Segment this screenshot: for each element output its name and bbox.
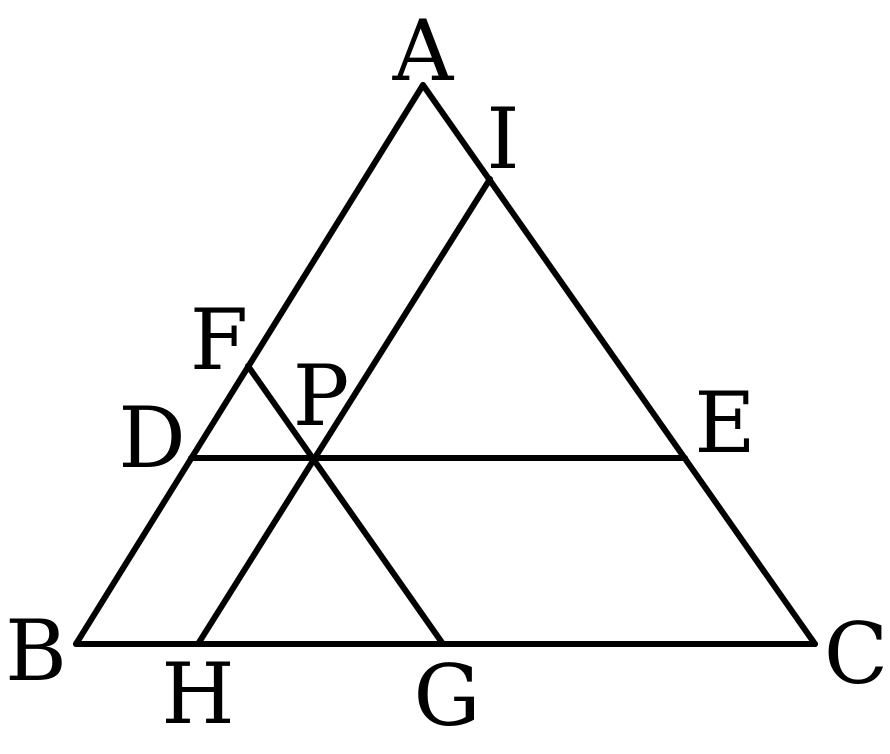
label-h: H — [161, 645, 234, 743]
label-e: E — [694, 374, 755, 472]
label-c: C — [824, 605, 888, 703]
label-i: I — [486, 90, 519, 188]
label-a: A — [392, 2, 455, 100]
label-d: D — [118, 389, 185, 487]
segment-fg — [245, 363, 446, 647]
label-f: F — [190, 291, 248, 389]
segment-ac — [420, 82, 818, 647]
label-p: P — [293, 347, 350, 445]
label-b: B — [5, 602, 67, 700]
segment-hi — [195, 176, 493, 647]
label-g: G — [413, 647, 480, 745]
